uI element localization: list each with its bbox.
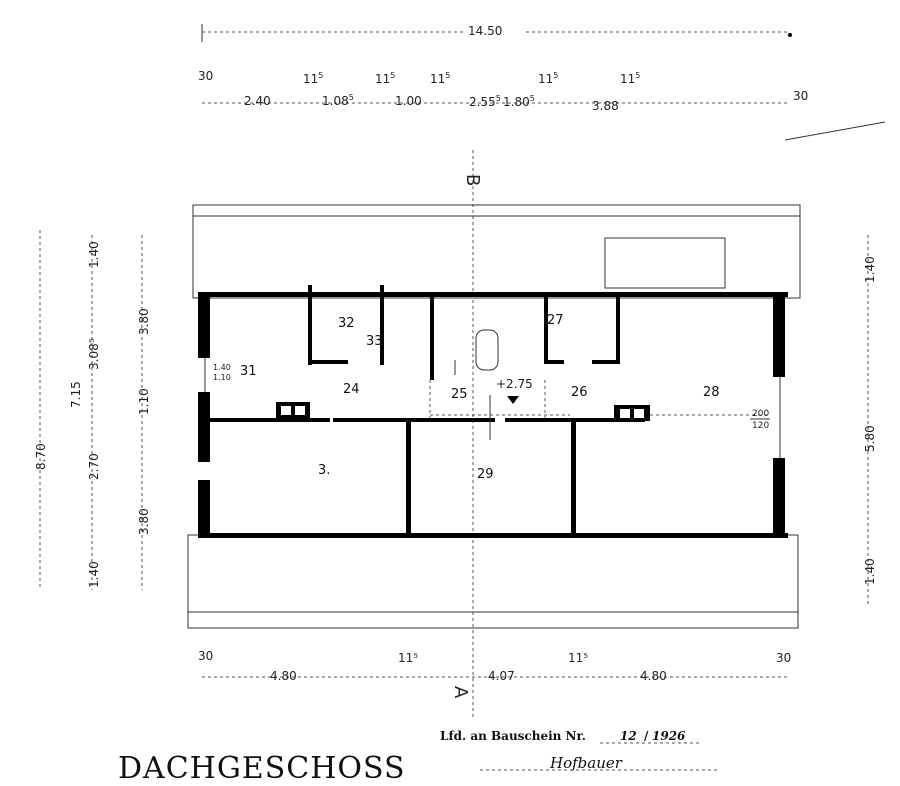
dim-left-inner-0: 3.80 [137, 308, 151, 335]
dim-right-2: 1.40 [863, 558, 877, 585]
dim-bottom-3: 4.07 [488, 669, 515, 683]
room-29: 29 [477, 467, 494, 482]
dim-right-1: 5.80 [863, 425, 877, 452]
top-overall-dimension: 14.50 [201, 22, 792, 42]
dim-top-3: 1.085 [322, 93, 354, 108]
roof-line [784, 121, 886, 141]
dim-left-mid-4: 1.40 [87, 561, 101, 588]
dim-bottom-2: 11⁵ [398, 651, 418, 665]
top-dimension-row: 30 2.40 115 1.085 115 1.00 115 2.555 115… [198, 69, 808, 113]
window-left-width: 1.40 [213, 363, 231, 372]
dim-left-mid-0: 1.40 [87, 241, 101, 268]
dim-top-12: 30 [793, 89, 808, 103]
dim-bottom-4: 11⁵ [568, 651, 588, 665]
dim-bottom-5: 4.80 [640, 669, 667, 683]
dim-top-5: 1.00 [395, 94, 422, 108]
upper-roof-band [192, 204, 801, 299]
room-28: 28 [703, 385, 720, 400]
dim-left-outer: 8.70 [34, 443, 48, 470]
dim-left-inner-2: 3.80 [137, 508, 151, 535]
stamp-slash: / [644, 729, 649, 743]
room-24: 24 [343, 382, 360, 397]
dim-left-mid-2: 7.15 [69, 381, 83, 408]
right-dimensions: 1.40 5.80 1.40 [863, 235, 877, 605]
dim-bottom-0: 30 [198, 649, 213, 663]
walls [198, 285, 788, 538]
bottom-dimension-row: 30 4.80 11⁵ 4.07 11⁵ 4.80 30 [198, 649, 791, 683]
room-30: 3. [318, 463, 330, 478]
dim-left-inner-1: 1.10 [137, 388, 151, 415]
construction-lines [429, 329, 770, 440]
section-mark-b: B [462, 174, 483, 186]
approval-stamp: Lfd. an Bauschein Nr. 12 / 1926 Hofbauer [440, 729, 720, 772]
dim-left-mid-3: 2.70 [87, 453, 101, 480]
dim-overall-width: 14.50 [468, 24, 502, 38]
room-27: 27 [547, 313, 564, 328]
dim-top-2: 115 [303, 71, 323, 86]
window-right-height: 120 [752, 421, 769, 431]
dim-top-0: 30 [198, 69, 213, 83]
level-mark: +2.75 [496, 377, 533, 391]
left-dimensions: 8.70 1.40 3.08⁵ 7.15 2.70 1.40 3.80 1.10… [34, 230, 151, 590]
stamp-text: Lfd. an Bauschein Nr. [440, 729, 586, 743]
room-25: 25 [451, 387, 468, 402]
dim-top-11: 3.88 [592, 99, 619, 113]
dim-left-mid-1: 3.08⁵ [87, 338, 101, 370]
dim-right-0: 1.40 [863, 256, 877, 283]
room-26: 26 [571, 385, 588, 400]
dim-top-6: 115 [430, 71, 450, 86]
section-mark-a: A [450, 686, 471, 699]
room-31: 31 [240, 364, 257, 379]
room-33: 33 [366, 334, 383, 349]
dim-top-7: 2.555 [469, 94, 501, 109]
dim-bottom-1: 4.80 [270, 669, 297, 683]
drawing-title: DACHGESCHOSS [118, 751, 406, 786]
window-left-height: 1.10 [213, 373, 231, 382]
window-right-width: 200 [752, 409, 769, 419]
stamp-year: 1926 [652, 729, 686, 743]
dim-top-1: 2.40 [244, 94, 271, 108]
dim-top-10: 115 [620, 71, 640, 86]
stamp-signature: Hofbauer [549, 754, 623, 772]
dim-top-4: 115 [375, 71, 395, 86]
lower-roof-band [187, 534, 799, 629]
dim-top-9: 1.805 [503, 94, 535, 109]
room-labels: 31 32 33 24 25 26 27 28 29 3. +2.75 1.40… [213, 313, 770, 482]
stamp-number: 12 [620, 729, 637, 743]
room-32: 32 [338, 316, 355, 331]
dim-bottom-6: 30 [776, 651, 791, 665]
dim-top-8: 115 [538, 71, 558, 86]
level-triangle-icon [507, 396, 519, 404]
